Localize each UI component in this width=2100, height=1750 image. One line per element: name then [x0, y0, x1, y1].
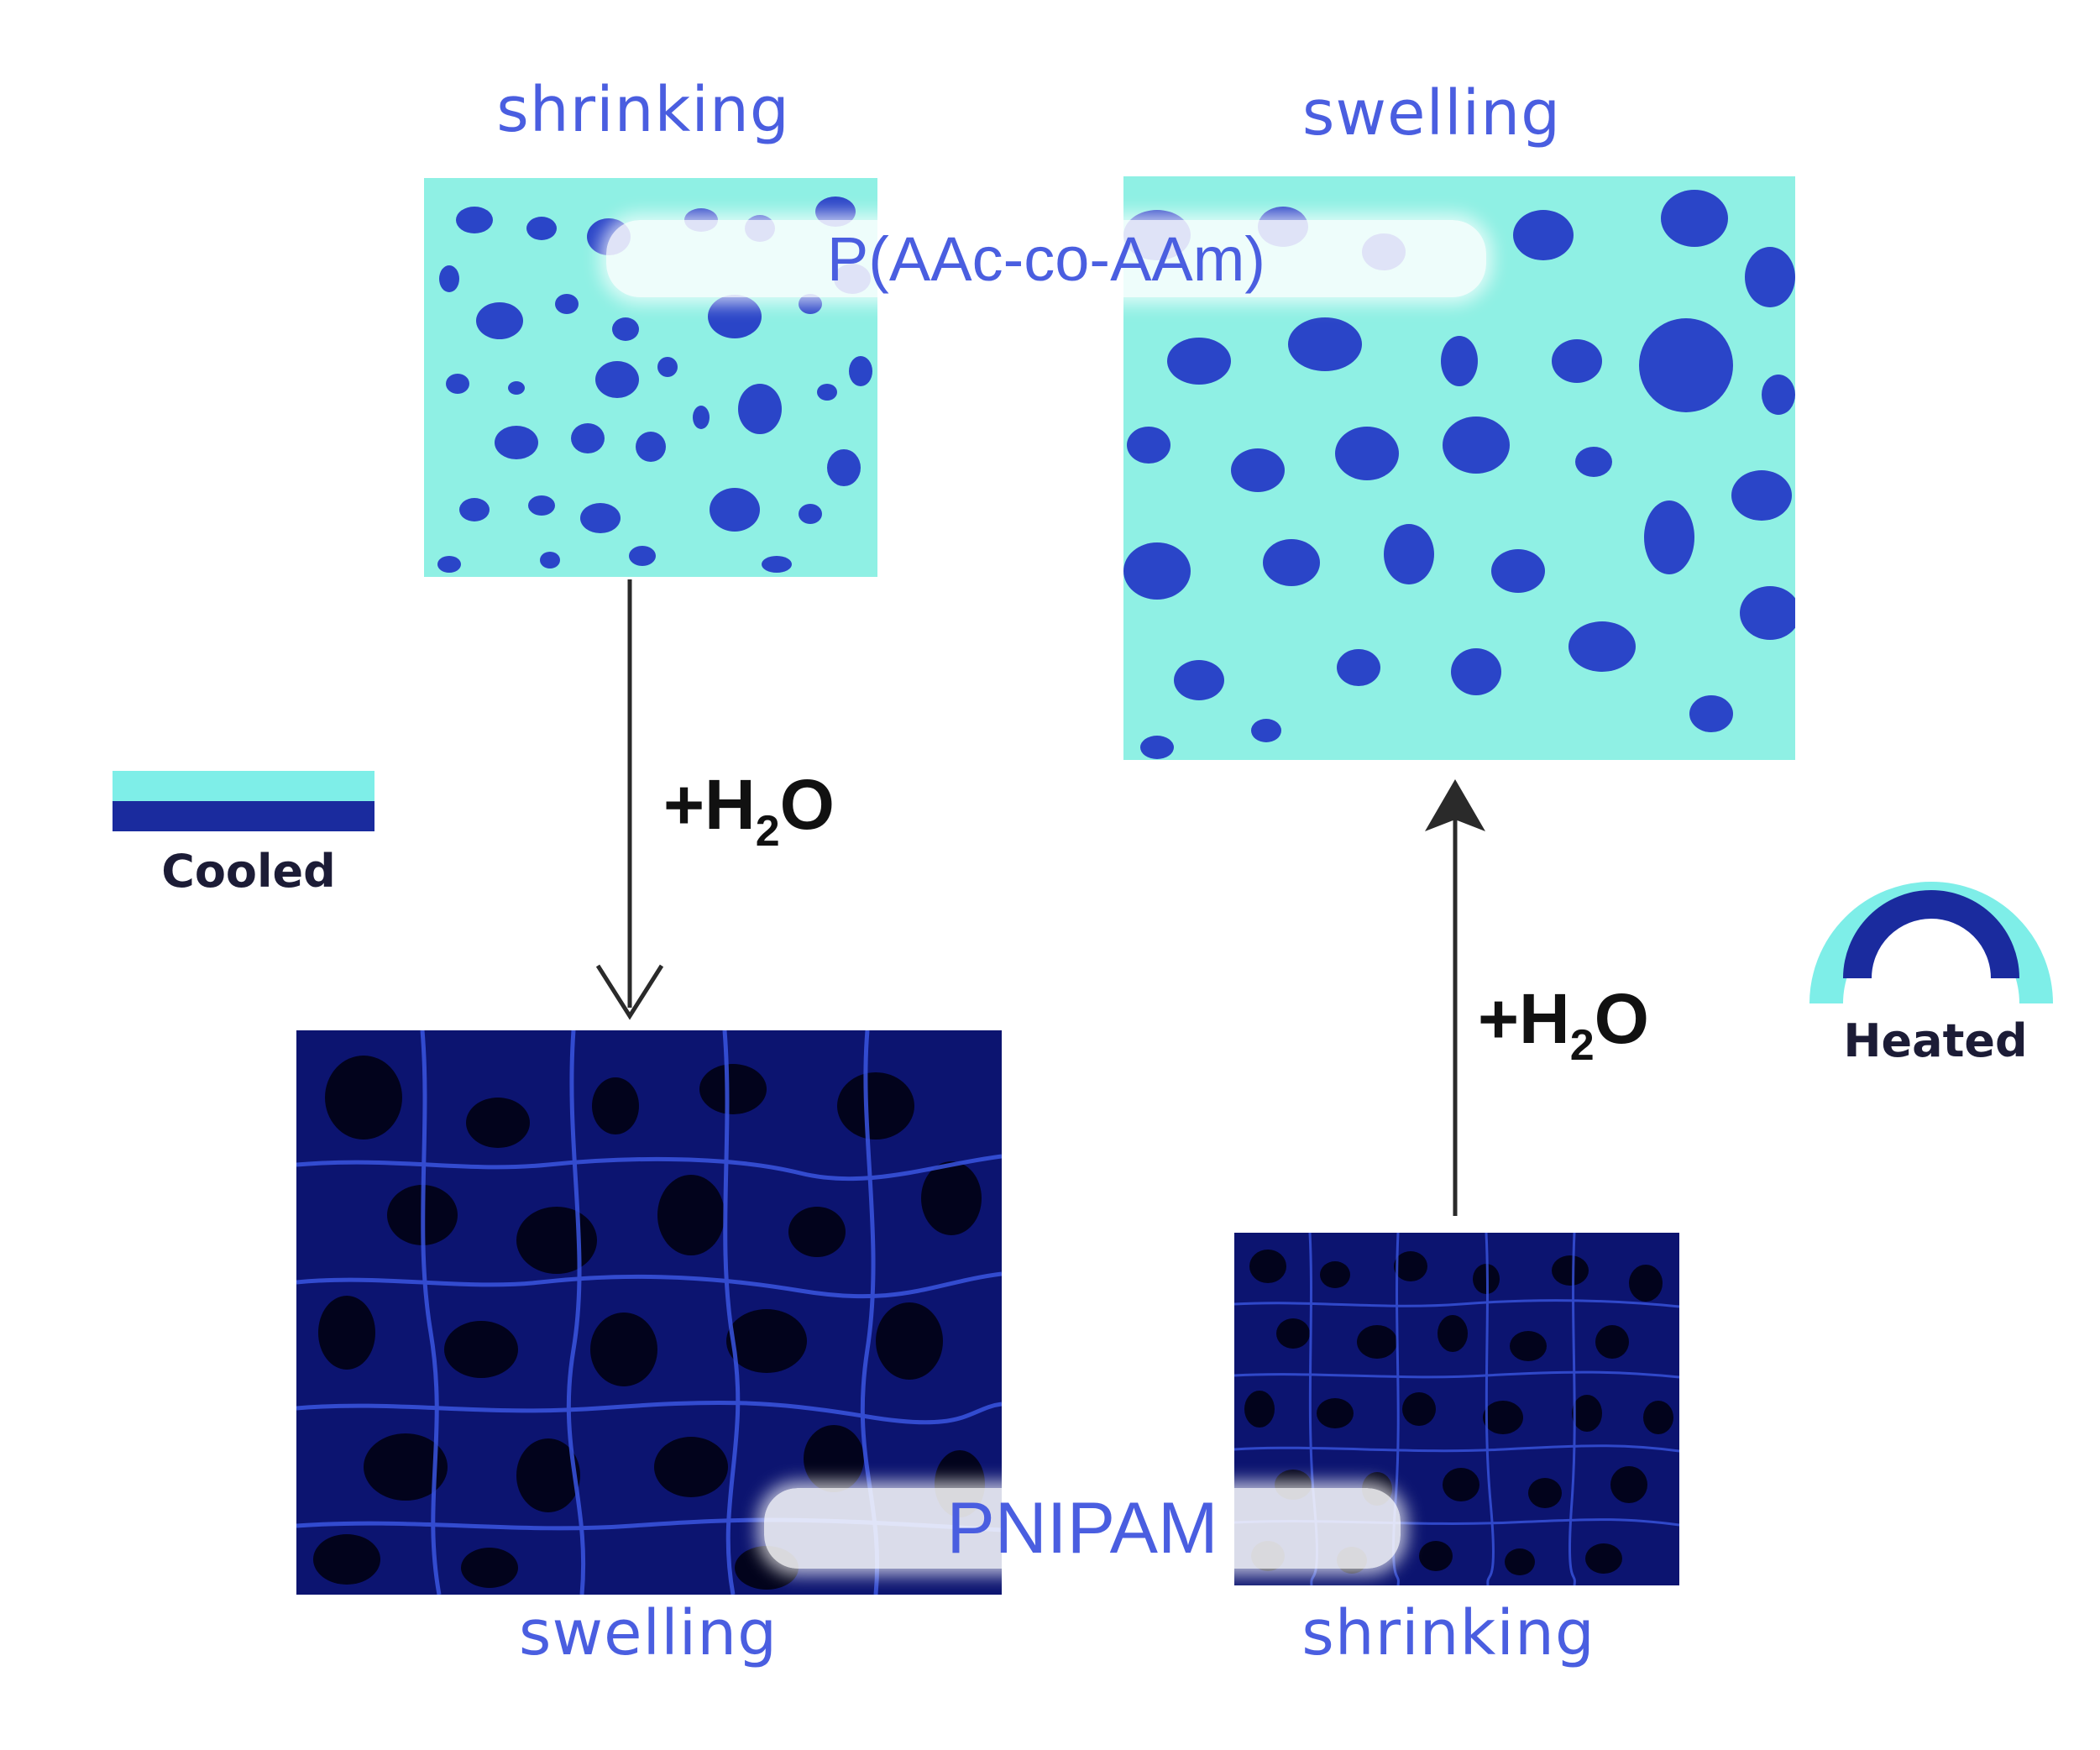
top-right-state-label: swelling	[1301, 77, 1562, 149]
heated-bilayer-icon	[1809, 882, 2053, 1004]
left-arrow-water-label: +H2O	[663, 765, 835, 856]
material-label-p-aac-co-aam: P(AAc-co-AAm)	[606, 220, 1486, 297]
bottom-right-state-label: shrinking	[1301, 1597, 1595, 1669]
material-label-pnipam: PNIPAM	[764, 1488, 1401, 1569]
down-arrow-head	[595, 964, 664, 1020]
heated-label: Heated	[1843, 1014, 2028, 1067]
bottom-left-state-label: swelling	[518, 1597, 778, 1669]
top-left-state-label: shrinking	[496, 74, 790, 146]
right-arrow-water-label: +H2O	[1478, 979, 1649, 1070]
cooled-bilayer-icon	[113, 771, 374, 831]
up-arrow-head	[1425, 779, 1485, 831]
cooled-label: Cooled	[161, 845, 336, 898]
